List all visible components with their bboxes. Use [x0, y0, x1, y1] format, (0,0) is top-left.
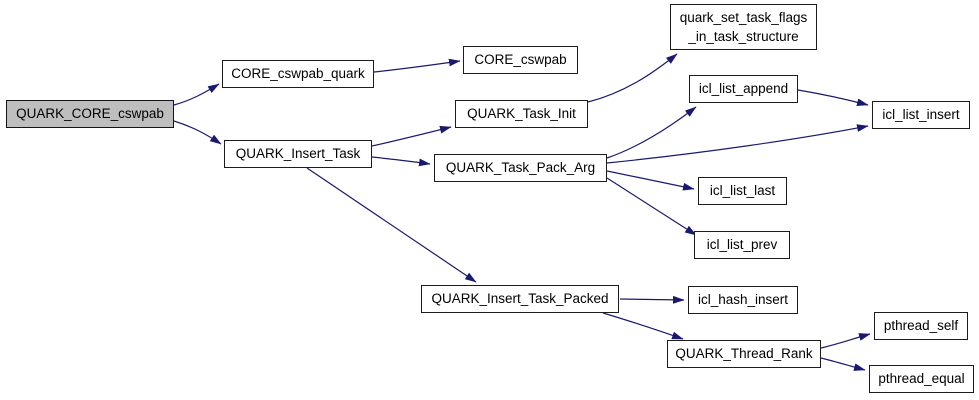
edge-quark-insert-task-packed-to-quark-thread-rank: [602, 312, 684, 340]
node-pthread-self[interactable]: pthread_self: [874, 312, 968, 340]
node-icl-list-insert[interactable]: icl_list_insert: [872, 101, 970, 129]
edge-icl-list-append-to-icl-list-insert: [797, 89, 869, 106]
edge-quark-insert-task-to-quark-task-init: [371, 125, 452, 147]
node-quark-insert-task[interactable]: QUARK_Insert_Task: [224, 140, 372, 168]
edge-quark-task-init-to-quark-set-task-flags: [587, 53, 678, 103]
node-label-line: quark_set_task_flags: [679, 10, 808, 25]
node-quark-set-task-flags-in-task-structure[interactable]: quark_set_task_flags _in_task_structure: [670, 4, 817, 50]
edge-quark-thread-rank-to-pthread-equal: [820, 357, 866, 371]
edge-quark-core-cswpab-to-core-cswpab-quark: [173, 83, 220, 106]
node-quark-insert-task-packed[interactable]: QUARK_Insert_Task_Packed: [421, 285, 619, 313]
edge-quark-insert-task-to-quark-insert-task-packed: [306, 167, 477, 283]
node-icl-list-last[interactable]: icl_list_last: [698, 177, 787, 205]
node-core-cswpab[interactable]: CORE_cswpab: [463, 46, 578, 74]
node-quark-task-init[interactable]: QUARK_Task_Init: [455, 100, 588, 128]
node-label-line: _in_task_structure: [688, 29, 799, 44]
node-pthread-equal[interactable]: pthread_equal: [869, 365, 974, 393]
node-quark-task-pack-arg[interactable]: QUARK_Task_Pack_Arg: [434, 154, 607, 182]
node-core-cswpab-quark[interactable]: CORE_cswpab_quark: [222, 60, 374, 88]
node-quark-thread-rank[interactable]: QUARK_Thread_Rank: [667, 340, 821, 368]
edge-quark-thread-rank-to-pthread-self: [820, 333, 871, 349]
edge-quark-task-pack-arg-to-icl-list-insert: [606, 124, 869, 164]
edge-quark-task-pack-arg-to-icl-list-append: [606, 106, 697, 159]
node-icl-hash-insert[interactable]: icl_hash_insert: [688, 286, 798, 314]
edge-core-cswpab-quark-to-core-cswpab: [373, 58, 461, 73]
node-icl-list-prev[interactable]: icl_list_prev: [694, 231, 790, 259]
edge-quark-insert-task-packed-to-icl-hash-insert: [619, 295, 685, 304]
edge-quark-task-pack-arg-to-icl-list-prev: [606, 177, 697, 236]
edge-quark-insert-task-to-quark-task-pack-arg: [371, 156, 431, 167]
edge-quark-task-pack-arg-to-icl-list-last: [606, 170, 695, 191]
edge-quark-core-cswpab-to-quark-insert-task: [173, 120, 222, 145]
node-quark-core-cswpab[interactable]: QUARK_CORE_cswpab: [6, 100, 174, 128]
node-icl-list-append[interactable]: icl_list_append: [689, 75, 798, 103]
